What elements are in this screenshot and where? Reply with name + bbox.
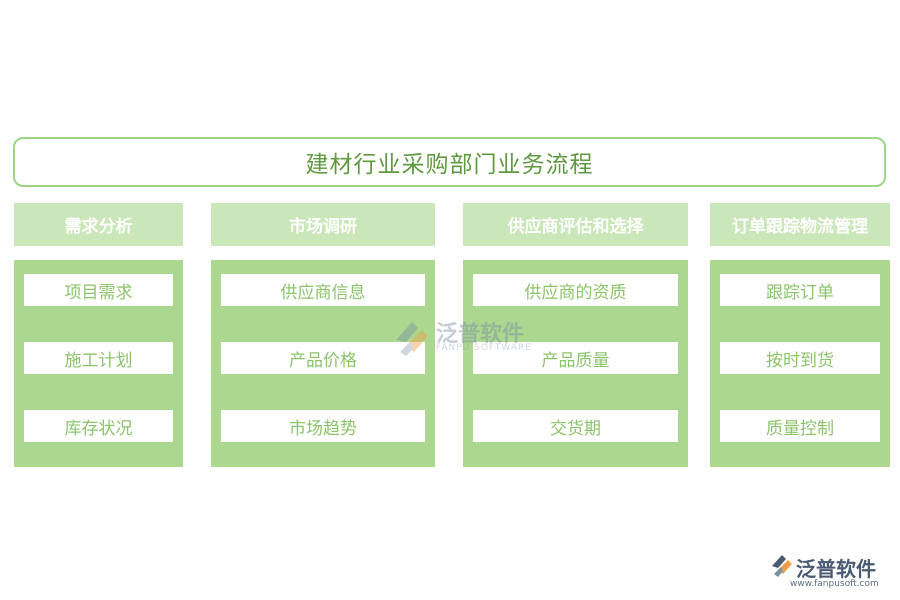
list-item: 项目需求: [24, 274, 173, 306]
list-item: 供应商信息: [221, 274, 425, 306]
column-header-market-research: 市场调研: [211, 203, 435, 246]
brand-url: www.fanpusoft.com: [790, 579, 879, 589]
page-title: 建材行业采购部门业务流程: [13, 137, 886, 187]
list-item: 市场趋势: [221, 410, 425, 442]
fanpu-logo-icon: [772, 555, 792, 577]
column-body-market-research: 供应商信息 产品价格 市场趋势: [211, 260, 435, 467]
list-item: 库存状况: [24, 410, 173, 442]
list-item: 质量控制: [720, 410, 880, 442]
fanpu-logo-icon: [396, 322, 428, 356]
column-body-order-tracking: 跟踪订单 按时到货 质量控制: [710, 260, 890, 467]
list-item: 按时到货: [720, 342, 880, 374]
column-header-demand-analysis: 需求分析: [14, 203, 183, 246]
watermark-name: 泛普软件: [436, 322, 525, 347]
column-header-supplier-evaluation: 供应商评估和选择: [463, 203, 688, 246]
list-item: 产品质量: [473, 342, 678, 374]
list-item: 供应商的资质: [473, 274, 678, 306]
list-item: 跟踪订单: [720, 274, 880, 306]
column-body-demand-analysis: 项目需求 施工计划 库存状况: [14, 260, 183, 467]
watermark-sub: FANPU SOFTWARE: [436, 343, 532, 353]
watermark: 泛普软件 FANPU SOFTWARE: [392, 316, 552, 360]
brand-name: 泛普软件: [796, 557, 876, 581]
column-body-supplier-evaluation: 供应商的资质 产品质量 交货期: [463, 260, 688, 467]
list-item: 产品价格: [221, 342, 425, 374]
list-item: 施工计划: [24, 342, 173, 374]
brand-logo: 泛普软件 www.fanpusoft.com: [770, 553, 895, 595]
list-item: 交货期: [473, 410, 678, 442]
column-header-order-tracking: 订单跟踪物流管理: [710, 203, 890, 246]
